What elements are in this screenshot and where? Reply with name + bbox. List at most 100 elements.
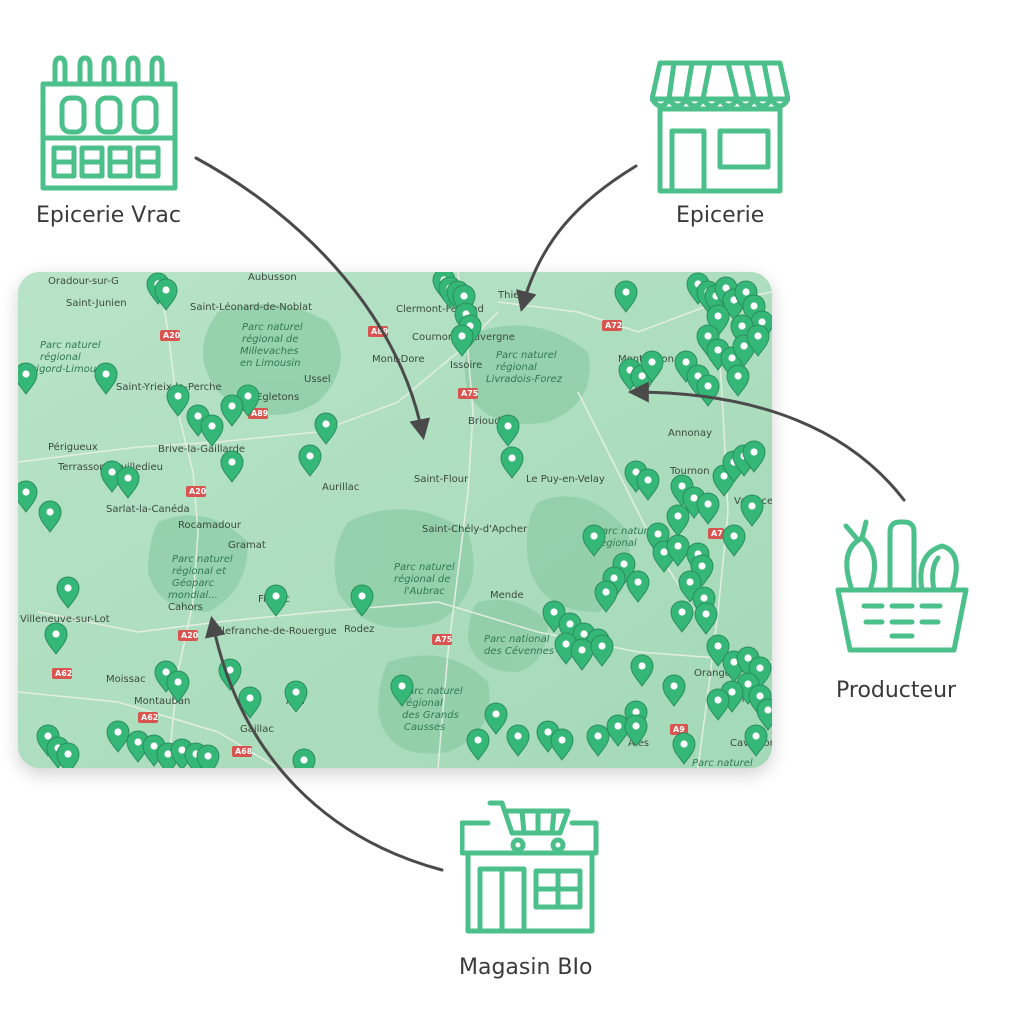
svg-text:Aurillac: Aurillac [322, 482, 359, 493]
svg-text:régional: régional [496, 361, 537, 373]
svg-text:A75: A75 [461, 389, 479, 398]
location-pin-icon[interactable] [746, 324, 770, 357]
location-pin-icon[interactable] [298, 444, 322, 477]
svg-text:A20: A20 [189, 487, 207, 496]
location-pin-icon[interactable] [18, 480, 38, 513]
svg-text:Saint-Junien: Saint-Junien [66, 298, 127, 309]
svg-text:Parc national: Parc national [484, 634, 550, 645]
svg-text:Clermont-Ferrand: Clermont-Ferrand [396, 304, 484, 315]
location-pin-icon[interactable] [744, 724, 768, 757]
svg-text:Saint-Chély-d'Apcher: Saint-Chély-d'Apcher [422, 523, 528, 535]
location-pin-icon[interactable] [506, 724, 530, 757]
location-pin-icon[interactable] [166, 670, 190, 703]
svg-text:Parc naturel: Parc naturel [394, 562, 455, 573]
svg-text:Parc naturel: Parc naturel [242, 322, 303, 333]
svg-text:Périgord-Limousin: Périgord-Limousin [20, 363, 110, 375]
location-pin-icon[interactable] [94, 362, 118, 395]
svg-text:Villefranche-de-Rouergue: Villefranche-de-Rouergue [210, 626, 337, 637]
map-view[interactable]: A20 A89 A89 A75 A72 A20 A20 A75 A7 A62 A… [18, 272, 772, 768]
location-pin-icon[interactable] [666, 534, 690, 567]
location-pin-icon[interactable] [624, 714, 648, 747]
vegetable-basket-icon [835, 519, 969, 653]
svg-text:A7: A7 [711, 529, 723, 538]
location-pin-icon[interactable] [722, 524, 746, 557]
epicerie-vrac-label: Epicerie Vrac [36, 203, 181, 228]
location-pin-icon[interactable] [554, 632, 578, 665]
location-pin-icon[interactable] [166, 384, 190, 417]
svg-text:Gramat: Gramat [228, 540, 266, 551]
svg-text:Saint-Flour: Saint-Flour [414, 474, 469, 485]
location-pin-icon[interactable] [570, 638, 594, 671]
location-pin-icon[interactable] [756, 698, 772, 731]
location-pin-icon[interactable] [670, 600, 694, 633]
location-pin-icon[interactable] [106, 720, 130, 753]
magasin-bio-label: Magasin BIo [459, 955, 593, 980]
svg-text:régional: régional [596, 537, 637, 549]
svg-text:régional: régional [402, 697, 443, 709]
location-pin-icon[interactable] [672, 732, 696, 765]
location-pin-icon[interactable] [606, 714, 630, 747]
svg-text:Thiers: Thiers [497, 290, 529, 301]
location-pin-icon[interactable] [590, 634, 614, 667]
location-pin-icon[interactable] [582, 524, 606, 557]
location-pin-icon[interactable] [154, 278, 178, 311]
svg-text:Tournon: Tournon [669, 466, 710, 477]
svg-text:Périgueux: Périgueux [48, 441, 98, 453]
svg-text:Géoparc: Géoparc [172, 577, 215, 589]
svg-text:Rocamadour: Rocamadour [178, 520, 242, 531]
svg-text:régional de: régional de [242, 333, 298, 345]
location-pin-icon[interactable] [450, 324, 474, 357]
location-pin-icon[interactable] [626, 570, 650, 603]
location-pin-icon[interactable] [694, 602, 718, 635]
svg-text:Rodez: Rodez [344, 624, 374, 635]
svg-text:des Grands: des Grands [402, 710, 459, 721]
location-pin-icon[interactable] [550, 728, 574, 761]
svg-text:régional et: régional et [172, 565, 227, 577]
location-pin-icon[interactable] [466, 728, 490, 761]
svg-text:en Limousin: en Limousin [240, 358, 301, 369]
svg-text:A75: A75 [435, 635, 453, 644]
location-pin-icon[interactable] [264, 584, 288, 617]
svg-text:Saint-Léonard-de-Noblat: Saint-Léonard-de-Noblat [190, 301, 312, 313]
svg-text:A62: A62 [55, 669, 72, 678]
svg-text:Parc naturel: Parc naturel [596, 526, 657, 537]
location-pin-icon[interactable] [220, 450, 244, 483]
location-pin-icon[interactable] [196, 744, 220, 768]
epicerie-label: Epicerie [676, 203, 765, 228]
svg-text:A20: A20 [181, 631, 199, 640]
svg-text:Ussel: Ussel [304, 374, 331, 385]
location-pin-icon[interactable] [18, 362, 38, 395]
location-pin-icon[interactable] [292, 748, 316, 768]
location-pin-icon[interactable] [594, 580, 618, 613]
location-pin-icon[interactable] [500, 446, 524, 479]
bulk-grocery-shelf-icon [40, 55, 178, 191]
location-pin-icon[interactable] [44, 622, 68, 655]
location-pin-icon[interactable] [662, 674, 686, 707]
store-cart-icon [460, 800, 599, 934]
location-pin-icon[interactable] [56, 742, 80, 768]
location-pin-icon[interactable] [706, 688, 730, 721]
svg-text:Egletons: Egletons [256, 392, 299, 403]
svg-text:Brive-la-Gaillarde: Brive-la-Gaillarde [158, 444, 245, 455]
svg-text:Montauban: Montauban [134, 696, 190, 707]
svg-text:Parc naturel: Parc naturel [496, 350, 557, 361]
location-pin-icon[interactable] [484, 702, 508, 735]
location-pin-icon[interactable] [496, 414, 520, 447]
location-pin-icon[interactable] [350, 584, 374, 617]
location-pin-icon[interactable] [56, 576, 80, 609]
svg-text:Parc naturel: Parc naturel [40, 340, 101, 351]
svg-text:Causses: Causses [404, 722, 445, 733]
svg-text:Aubusson: Aubusson [248, 272, 297, 283]
location-pin-icon[interactable] [640, 350, 664, 383]
location-pin-icon[interactable] [586, 724, 610, 757]
svg-text:Orange: Orange [694, 668, 731, 679]
svg-text:A72: A72 [605, 321, 622, 330]
svg-text:Gaillac: Gaillac [240, 724, 274, 735]
location-pin-icon[interactable] [666, 504, 690, 537]
location-pin-icon[interactable] [116, 466, 140, 499]
location-pin-icon[interactable] [630, 654, 654, 687]
svg-text:Cahors: Cahors [168, 602, 203, 613]
location-pin-icon[interactable] [726, 364, 750, 397]
svg-text:A89: A89 [251, 409, 269, 418]
location-pin-icon[interactable] [38, 500, 62, 533]
